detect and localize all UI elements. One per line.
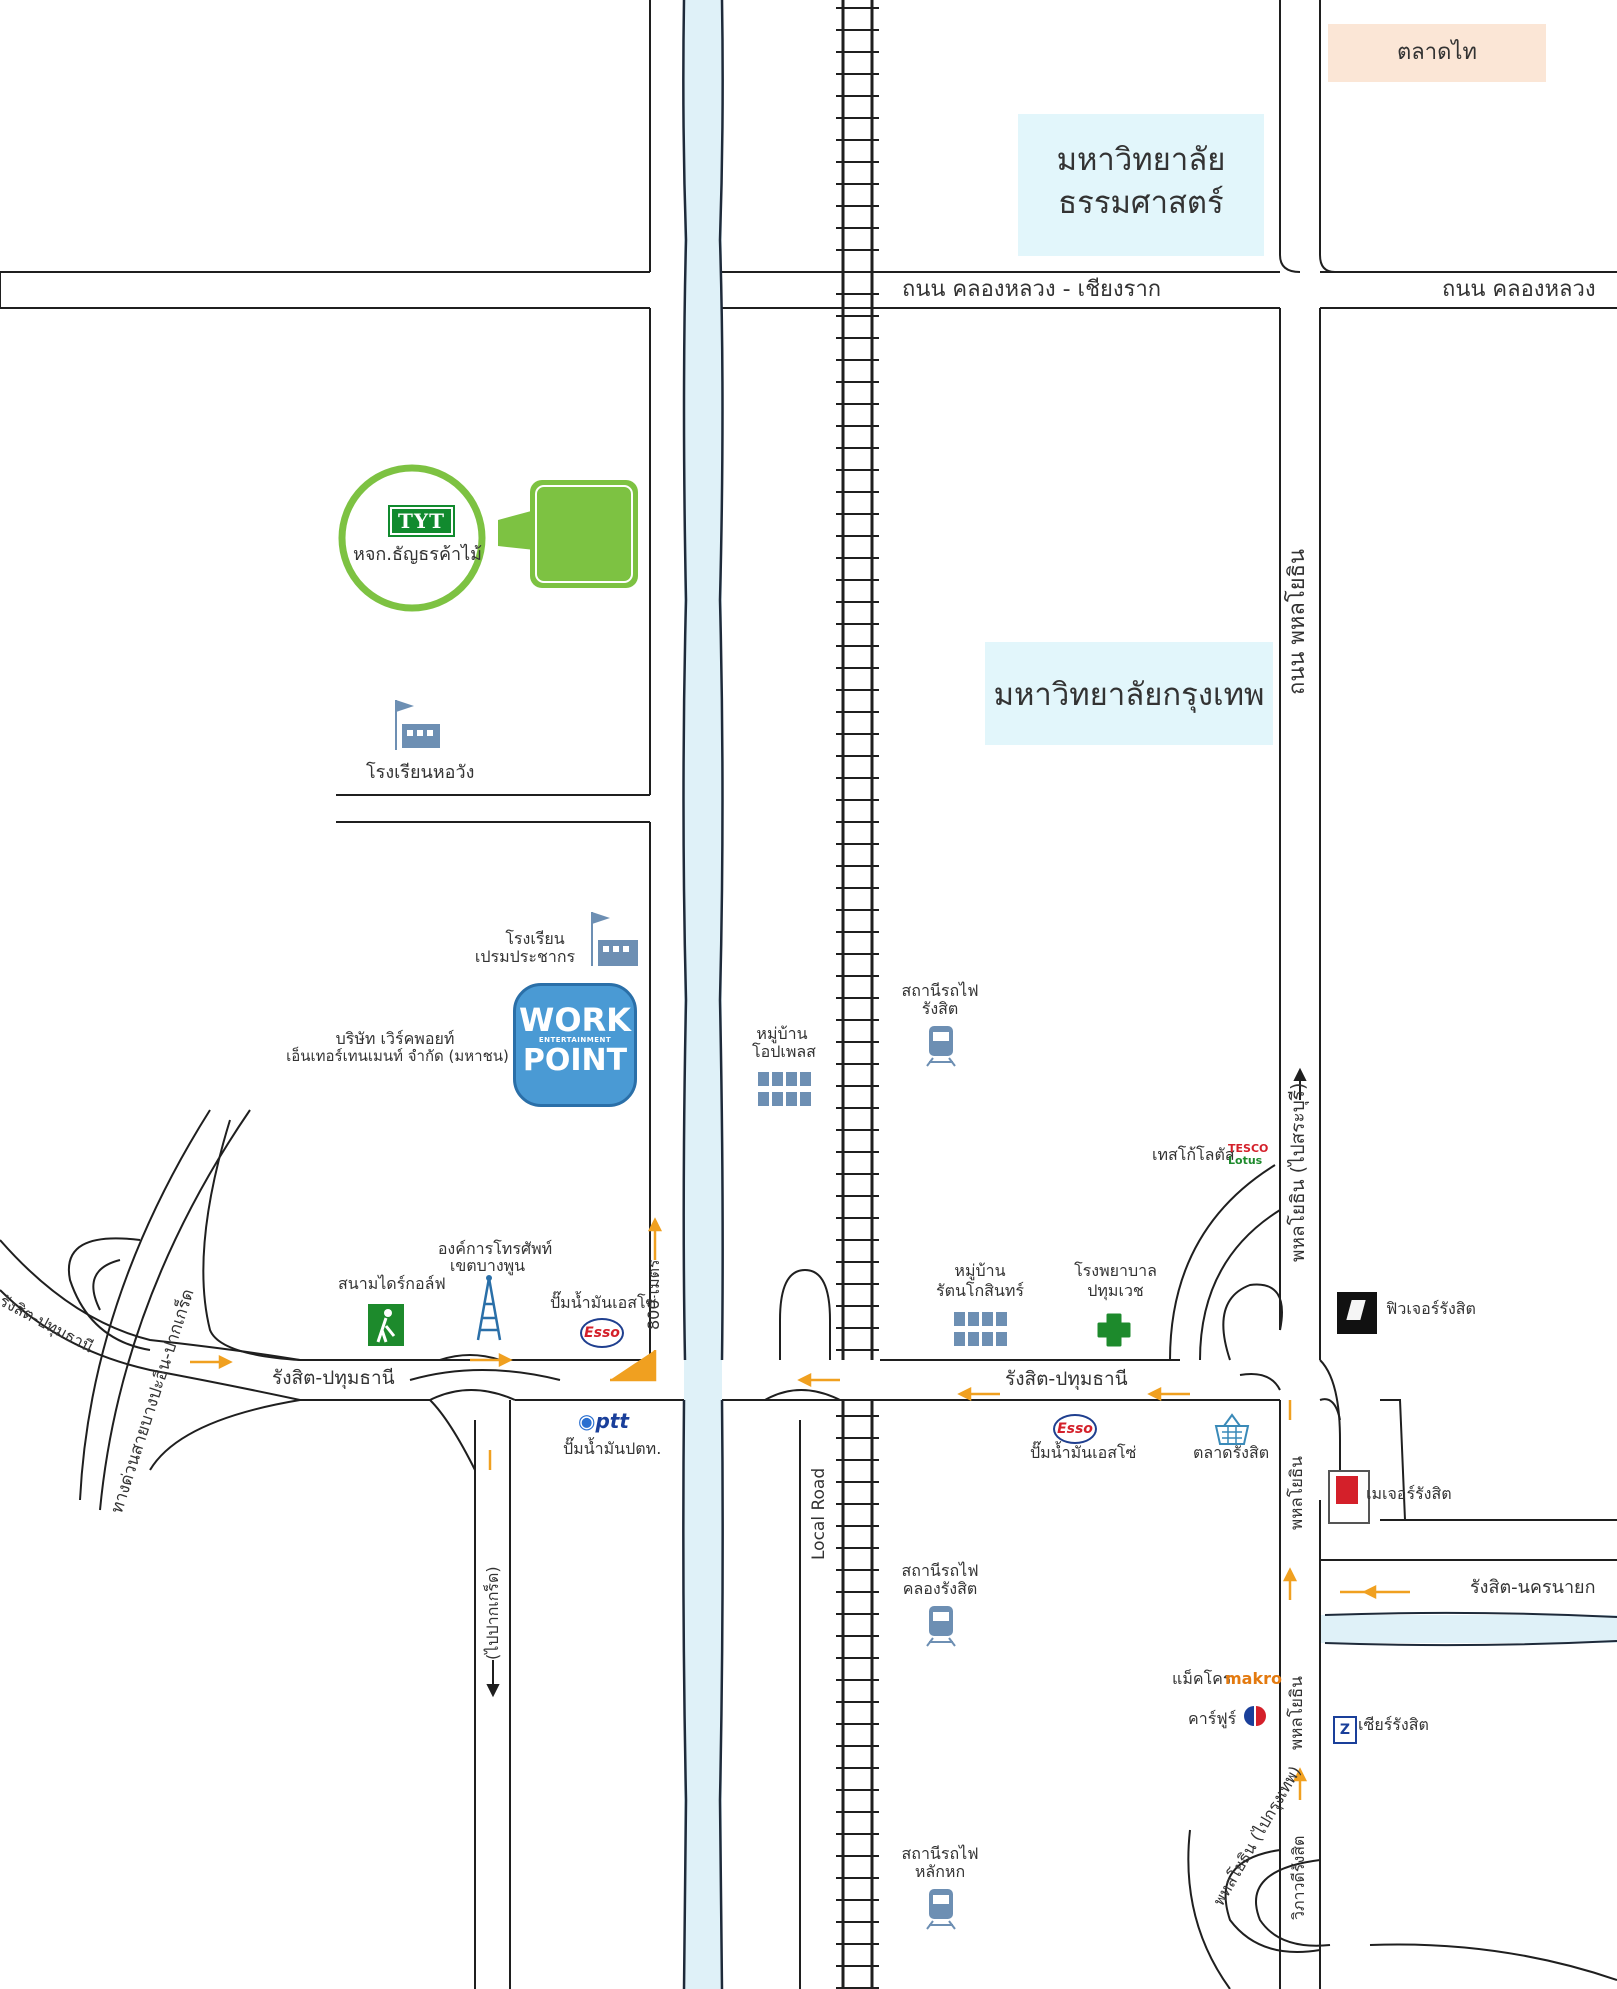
village-icon (758, 1072, 811, 1106)
bangkok-university-label: มหาวิทยาลัยกรุงเทพ (993, 677, 1265, 713)
esso-logo-right: Esso (1053, 1414, 1097, 1444)
school-premprachakorn-line1: โรงเรียน (505, 929, 565, 948)
esso-station-right-label: ปั๊มน้ำมันเอสโซ่ (1030, 1443, 1137, 1462)
thammasat-box (1018, 114, 1264, 256)
talad-thai-label: ตลาดไท (1397, 40, 1477, 65)
future-park-label: ฟิวเจอร์รังสิต (1386, 1299, 1476, 1318)
market-basket-icon (1214, 1413, 1250, 1445)
tot-line1: องค์การโทรศัพท์ (437, 1239, 553, 1258)
talad-thai-box (1328, 24, 1546, 82)
canal (682, 0, 1617, 1989)
antenna-icon (476, 1275, 502, 1341)
school-nongwang-label: โรงเรียนหอวัง (366, 762, 475, 783)
road-label-phahonyothin-lower: พหลโยธิน (1287, 1456, 1307, 1530)
zeer-logo: Z (1333, 1716, 1357, 1744)
school-premprachakorn-line2: เปรมประชากร (474, 947, 576, 966)
road-label-phahonyothin-lower2: พหลโยธิน (1287, 1676, 1307, 1750)
major-rangsit-label: เมเจอร์รังสิต (1366, 1484, 1452, 1503)
khlong-rangsit-station-line2: คลองรังสิต (902, 1579, 978, 1598)
major-logo (1328, 1470, 1370, 1524)
hospital-line2: ปทุมเวช (1087, 1281, 1144, 1300)
future-park-logo (1337, 1292, 1377, 1334)
laksi-station-line2: หลักหก (914, 1862, 966, 1881)
tesco-logo-line1: TESCO (1228, 1142, 1269, 1155)
rangsit-station-line1: สถานีรถไฟ (901, 981, 979, 1000)
thammasat-label-line1: มหาวิทยาลัย (1056, 142, 1226, 178)
ptt-logo-text: ptt (595, 1409, 629, 1433)
village-icon (954, 1312, 1007, 1346)
carrefour-logo-right (1256, 1706, 1266, 1726)
tyt-logo: TYT (387, 505, 456, 537)
school-icon (395, 700, 440, 750)
makro-logo: makro (1225, 1669, 1282, 1688)
road-label-khlong-luang-chiang-rak: ถนน คลองหลวง - เชียงราก (902, 277, 1162, 302)
road-label-rangsit-pathumthani-left: รังสิต-ปทุมธานี (272, 1367, 395, 1389)
hospital-line1: โรงพยาบาล (1074, 1261, 1157, 1280)
esso-logo-left: Esso (580, 1318, 624, 1348)
village-rattanakosin-line1: หมู่บ้าน (954, 1261, 1006, 1280)
tot-line2: เขตบางพูน (449, 1256, 526, 1275)
bangkok-university-box (985, 642, 1273, 745)
train-icon (926, 1889, 956, 1930)
village-opplace-line1: หมู่บ้าน (756, 1024, 808, 1043)
workpoint-logo-top: WORK (519, 1001, 631, 1039)
thammasat-label-line2: ธรรมศาสตร์ (1058, 185, 1224, 221)
tesco-label: เทสโก้โลตัส (1152, 1145, 1235, 1164)
road-label-khlong-luang: ถนน คลองหลวง (1442, 277, 1596, 302)
road-label-local-road: Local Road (809, 1467, 829, 1560)
railway (836, 0, 879, 1989)
carrefour-label: คาร์ฟูร์ (1188, 1709, 1237, 1728)
carrefour-logo (1244, 1706, 1266, 1726)
major-logo-mark (1336, 1476, 1358, 1504)
khlong-rangsit-station-line1: สถานีรถไฟ (901, 1561, 979, 1580)
tesco-logo-line2: Lotus (1228, 1154, 1263, 1167)
road-label-800m: 800 เมตร (644, 1259, 663, 1330)
workpoint-logo: WORK ENTERTAINMENT POINT (513, 983, 637, 1107)
carrefour-logo-left (1244, 1706, 1254, 1726)
ptt-drop-icon: ◉ (578, 1409, 596, 1433)
makro-label: แม็คโคร (1172, 1669, 1232, 1688)
village-rattanakosin-line2: รัตนโกสินทร์ (935, 1281, 1025, 1300)
future-park-logo-mark (1346, 1300, 1366, 1320)
workpoint-logo-mid: ENTERTAINMENT (538, 1036, 612, 1044)
zeer-rangsit-label: เซียร์รังสิต (1358, 1715, 1429, 1734)
train-icon (926, 1026, 956, 1067)
workpoint-name-line2: เอ็นเทอร์เทนเมนท์ จำกัด (มหาชน) (286, 1047, 509, 1065)
ptt-logo: ◉ptt (578, 1410, 629, 1433)
road-label-phahonyothin-saraburi: พหลโยธิน (ไปสระบุรี) (1287, 1082, 1309, 1262)
esso-station-left-label: ปั๊มน้ำมันเอสโซ่ (550, 1293, 657, 1312)
tyt-name: หจก.ธัญธรค้าไม้ (352, 544, 483, 565)
traffic-arrows (190, 1217, 1410, 1800)
village-opplace-line2: โอปเพลส (752, 1042, 816, 1061)
road-label-to-pakkret: (ไปปากเกร็ด) (483, 1566, 502, 1660)
road-label-rangsit-pathumthani-center: รังสิต-ปทุมธานี (1005, 1368, 1128, 1390)
rangsit-station-line2: รังสิต (921, 999, 959, 1018)
road-label-rangsit-nakhon-nayok: รังสิต-นครนายก (1470, 1577, 1596, 1598)
talad-rangsit-label: ตลาดรังสิต (1193, 1443, 1270, 1462)
road-label-wiphawadi: วิภาวดีรังสิต (1289, 1835, 1308, 1920)
golf-player-icon (368, 1304, 404, 1346)
train-icon (926, 1606, 956, 1647)
workpoint-logo-bottom: POINT (522, 1043, 628, 1078)
workpoint-name-line1: บริษัท เวิร์คพอยท์ (335, 1029, 455, 1048)
ptt-station-label: ปั๊มน้ำมันปตท. (563, 1439, 662, 1458)
road-label-phahonyothin: ถนน พหลโยธิน (1285, 548, 1310, 695)
school-icon (591, 912, 638, 966)
north-arrow-icon (486, 1067, 1307, 1698)
golf-course-label: สนามไดร์กอล์ฟ (338, 1274, 446, 1293)
hospital-cross-icon (1097, 1313, 1131, 1347)
laksi-station-line1: สถานีรถไฟ (901, 1844, 979, 1863)
tyt-callout (338, 464, 638, 612)
